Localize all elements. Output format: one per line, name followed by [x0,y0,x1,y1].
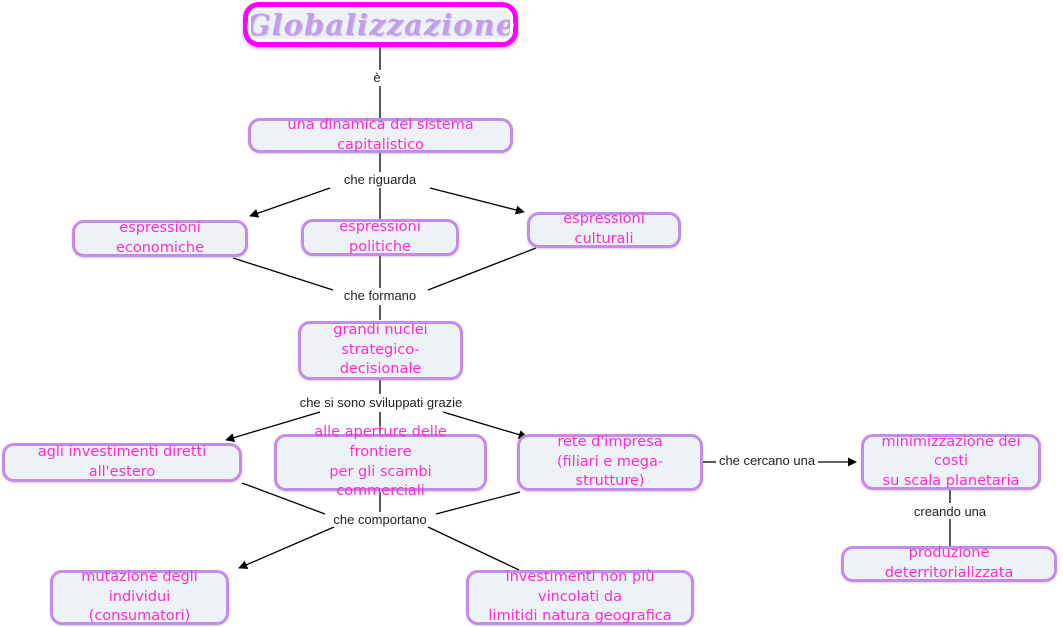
node-investimenti-estero[interactable]: agli investimenti diretti all'estero [2,443,242,482]
node-investimenti-vincolati[interactable]: investimenti non più vincolati da limiti… [466,569,694,625]
node-label: Globalizzazione [245,7,516,42]
link-label-che-comportano: che comportano [330,512,430,528]
node-label: alle aperture delle frontiere per gli sc… [314,424,447,500]
node-minimizzazione-costi[interactable]: minimizzazione dei costi su scala planet… [861,434,1041,490]
node-espressioni-politiche[interactable]: espressioni politiche [301,219,459,256]
link-label-che-riguarda: che riguarda [340,172,420,188]
node-label: rete d'impresa (filiari e mega-strutture… [556,434,664,490]
link-riguarda-to-economiche [249,187,331,218]
node-label: agli investimenti diretti all'estero [37,443,207,480]
node-label: minimizzazione dei costi su scala planet… [881,433,1021,489]
node-rete-impresa[interactable]: rete d'impresa (filiari e mega-strutture… [517,434,703,491]
node-globalizzazione[interactable]: Globalizzazione [243,2,518,47]
node-produzione-deterritorializzata[interactable]: produzione deterritorializzata [841,545,1057,582]
link-label-che-si-sono-sviluppati-grazie: che si sono sviluppati grazie [296,395,466,411]
node-espressioni-culturali[interactable]: espressioni culturali [527,211,681,248]
node-label: espressioni culturali [563,211,645,247]
link-riguarda-to-culturali [429,187,525,215]
link-label-e: è [370,70,384,86]
node-mutazione-individui[interactable]: mutazione degli individui (consumatori) [50,569,229,625]
link-comportano-to-mutazione [238,526,335,569]
node-label: mutazione degli individui (consumatori) [81,569,198,625]
node-label: una dinamica del sistema capitalistico [287,116,474,153]
node-dinamica[interactable]: una dinamica del sistema capitalistico [248,116,513,153]
node-label: investimenti non più vincolati da limiti… [488,569,672,625]
node-espressioni-economiche[interactable]: espressioni economiche [72,220,248,257]
link-label-che-formano: che formano [340,288,420,304]
node-grandi-nuclei[interactable]: grandi nuclei strategico-decisionale [298,321,463,380]
node-label: grandi nuclei strategico-decisionale [333,322,428,378]
node-label: espressioni politiche [339,218,421,255]
link-label-che-cercano-una: che cercano una [715,453,819,469]
node-aperture-frontiere[interactable]: alle aperture delle frontiere per gli sc… [274,424,487,499]
link-comportano-to-vincolati [427,526,520,571]
node-label: produzione deterritorializzata [884,545,1014,581]
link-economiche-to-formano [232,257,334,291]
node-label: espressioni economiche [115,219,205,256]
link-label-creando-una: creando una [910,504,990,520]
